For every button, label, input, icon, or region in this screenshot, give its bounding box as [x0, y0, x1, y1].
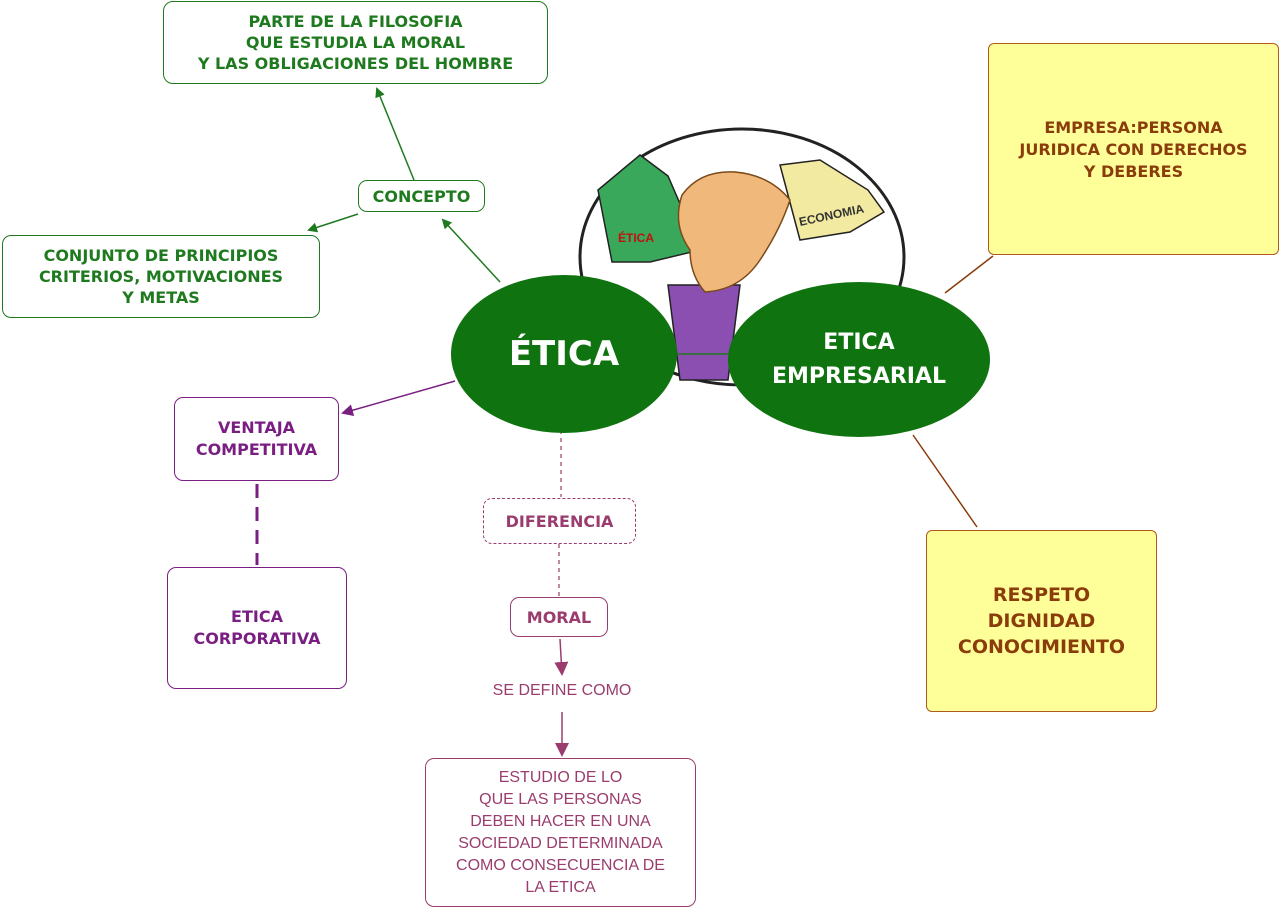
etica-empresarial-node[interactable]: ETICA EMPRESARIAL — [728, 282, 990, 437]
etica-sleeve-label: ÉTICA — [618, 230, 654, 245]
empresarial-to-respeto-line — [912, 434, 978, 528]
diferencia-node[interactable]: DIFERENCIA — [483, 498, 636, 544]
moral-node[interactable]: MORAL — [510, 597, 608, 637]
ventaja-competitiva-box[interactable]: VENTAJA COMPETITIVA — [174, 397, 339, 481]
empresarial-to-empresa-line — [944, 255, 994, 294]
filosofia-box[interactable]: PARTE DE LA FILOSOFIA QUE ESTUDIA LA MOR… — [163, 1, 548, 84]
se-define-como-label: SE DEFINE COMO — [492, 682, 632, 699]
concepto-to-principios-arrow — [307, 213, 359, 233]
etica-corporativa-box[interactable]: ETICA CORPORATIVA — [167, 567, 347, 689]
etica-to-concepto-arrow — [441, 218, 501, 283]
respeto-box[interactable]: RESPETO DIGNIDAD CONOCIMIENTO — [926, 530, 1157, 712]
concepto-to-filosofia-arrow — [375, 87, 415, 181]
empresa-box[interactable]: EMPRESA:PERSONA JURIDICA CON DERECHOS Y … — [988, 43, 1279, 255]
moral-to-define-arrow — [554, 638, 569, 676]
etica-central-node[interactable]: ÉTICA — [451, 275, 677, 433]
principios-box[interactable]: CONJUNTO DE PRINCIPIOS CRITERIOS, MOTIVA… — [2, 235, 320, 318]
etica-to-ventaja-arrow — [341, 380, 456, 417]
estudio-box[interactable]: ESTUDIO DE LO QUE LAS PERSONAS DEBEN HAC… — [425, 758, 696, 907]
concepto-node[interactable]: CONCEPTO — [358, 180, 485, 212]
